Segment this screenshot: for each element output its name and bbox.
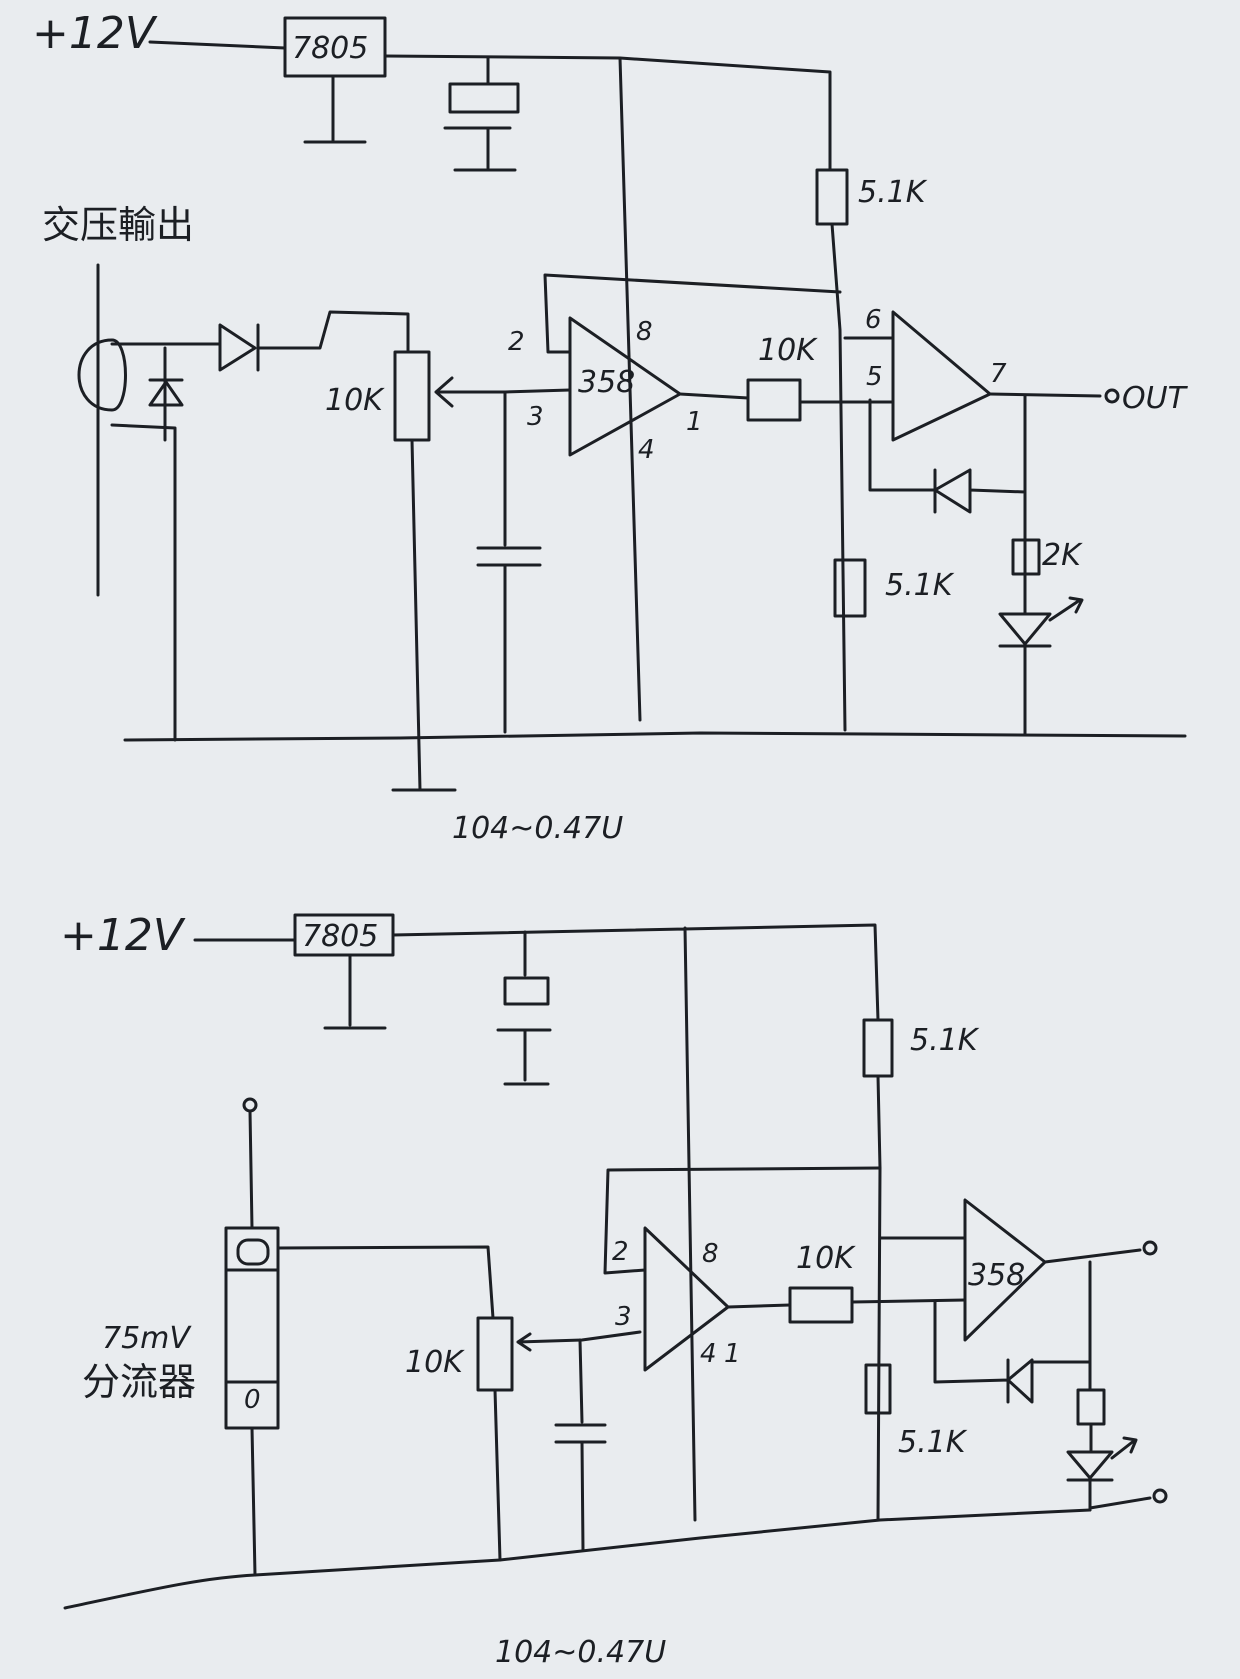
bottom-pin-1: 1 bbox=[724, 1339, 741, 1369]
top-r-input-label: 10K bbox=[758, 333, 818, 368]
bottom-led-arrow bbox=[1066, 1436, 1138, 1512]
top-pin-1: 1 bbox=[686, 407, 703, 437]
top-opamp-label: 358 bbox=[578, 365, 635, 400]
top-opamp-358 bbox=[568, 316, 682, 457]
top-output-terminal bbox=[1104, 388, 1120, 404]
bottom-pot-ground bbox=[493, 1388, 502, 1562]
top-led-arrow bbox=[998, 596, 1084, 648]
top-regulator-label: 7805 bbox=[292, 31, 368, 66]
shunt-to-pot-wire bbox=[276, 1245, 495, 1320]
top-comparator-inputs bbox=[798, 336, 895, 404]
bottom-opamp-output-wire bbox=[726, 1303, 792, 1309]
top-comparator bbox=[891, 310, 992, 442]
bottom-filter-capacitor bbox=[554, 1338, 607, 1552]
bottom-opamp-feedback bbox=[603, 1166, 882, 1275]
top-circuit bbox=[77, 16, 1187, 792]
bottom-supply-label: +12V bbox=[60, 910, 186, 961]
top-supply-capacitor bbox=[443, 56, 520, 172]
bottom-r-input-label: 10K bbox=[796, 1241, 856, 1276]
top-r-lower-label: 5.1K bbox=[885, 568, 955, 603]
bottom-r-lower-label: 5.1K bbox=[898, 1425, 968, 1460]
bottom-comparator-inputs bbox=[850, 1236, 967, 1304]
bottom-output-terminal bbox=[1142, 1240, 1158, 1256]
top-cap-value-label: 104~0.47U bbox=[452, 811, 623, 846]
shunt-screw-top bbox=[236, 1238, 270, 1266]
top-pin-4: 4 bbox=[638, 435, 655, 465]
top-output-wire bbox=[988, 392, 1102, 398]
bottom-circuit bbox=[63, 913, 1168, 1610]
bottom-r-upper-label: 5.1K bbox=[910, 1023, 980, 1058]
top-opamp-output-wire bbox=[678, 392, 750, 400]
source-wires bbox=[110, 342, 222, 742]
source-diode-vertical bbox=[148, 346, 184, 442]
bottom-ground-rail bbox=[63, 1508, 1092, 1610]
top-filter-capacitor bbox=[476, 390, 542, 734]
bottom-potentiometer bbox=[476, 1316, 514, 1392]
bottom-pin-3: 3 bbox=[615, 1302, 632, 1332]
top-resistor-2k bbox=[1011, 538, 1041, 576]
source-coil bbox=[77, 263, 127, 597]
top-pin-7: 7 bbox=[990, 359, 1007, 389]
shunt-terminal-top bbox=[242, 1097, 258, 1113]
bottom-regulator bbox=[293, 913, 395, 957]
top-pin-6: 6 bbox=[865, 305, 882, 335]
bottom-pot-label: 10K bbox=[405, 1345, 465, 1380]
bottom-pin-4: 4 bbox=[700, 1339, 717, 1369]
bottom-opamp bbox=[643, 1226, 730, 1372]
top-divider-wire bbox=[830, 222, 847, 732]
shunt-label-75mv: 75mV bbox=[102, 1321, 192, 1356]
bottom-supply-wire bbox=[193, 923, 880, 1522]
top-output-label: OUT bbox=[1122, 381, 1189, 416]
bottom-led bbox=[1066, 1450, 1114, 1480]
top-resistor-10k bbox=[746, 378, 802, 422]
top-series-diode bbox=[218, 310, 410, 372]
bottom-comparator-358 bbox=[963, 1198, 1047, 1342]
top-resistor-5k1-lower bbox=[833, 558, 867, 618]
shunt-top-lead bbox=[248, 1109, 254, 1230]
top-opamp-feedback bbox=[543, 273, 842, 354]
bottom-divider-wire bbox=[876, 1074, 882, 1522]
shunt-terminal-label: 0 bbox=[244, 1385, 261, 1415]
top-pin-8: 8 bbox=[636, 317, 653, 347]
top-resistor-5k1-upper bbox=[815, 168, 849, 226]
bottom-pin-2: 2 bbox=[612, 1237, 629, 1267]
bottom-cap-value-label: 104~0.47U bbox=[495, 1635, 666, 1670]
bottom-resistor-led bbox=[1076, 1388, 1106, 1426]
bottom-resistor-10k bbox=[788, 1286, 854, 1324]
top-pin-3: 3 bbox=[527, 402, 544, 432]
bottom-output-wire bbox=[1043, 1248, 1142, 1264]
shunt-bottom-lead bbox=[250, 1426, 257, 1577]
top-supply-wire bbox=[148, 40, 832, 722]
top-regulator bbox=[283, 16, 387, 78]
bottom-pot-wiper bbox=[516, 1330, 642, 1352]
top-ground-rail bbox=[123, 731, 1187, 742]
bottom-feedback-diode bbox=[933, 1260, 1092, 1404]
top-pot-wiper bbox=[434, 376, 572, 408]
bottom-supply-capacitor bbox=[496, 930, 552, 1086]
bottom-ground-terminal bbox=[1152, 1488, 1168, 1504]
top-r-led-label: 2K bbox=[1042, 538, 1083, 573]
shunt-dividers bbox=[224, 1268, 280, 1384]
bottom-resistor-5k1-upper bbox=[862, 1018, 894, 1078]
bottom-resistor-5k1-lower bbox=[864, 1363, 892, 1415]
top-potentiometer bbox=[393, 350, 431, 442]
top-led bbox=[998, 612, 1052, 646]
top-pot-label: 10K bbox=[325, 383, 385, 418]
top-regulator-ground bbox=[303, 74, 367, 144]
bottom-regulator-label: 7805 bbox=[302, 919, 378, 954]
shunt-label: 分流器 bbox=[82, 1360, 196, 1404]
top-r-upper-label: 5.1K bbox=[858, 175, 928, 210]
top-feedback-diode bbox=[868, 394, 1027, 737]
top-source-label: 交压輸出 bbox=[42, 203, 194, 247]
bottom-ground-output-wire bbox=[1088, 1496, 1152, 1510]
top-supply-label: +12V bbox=[32, 8, 158, 59]
top-pot-ground bbox=[391, 438, 457, 792]
top-pin-5: 5 bbox=[866, 362, 883, 392]
bottom-pin-8: 8 bbox=[702, 1239, 719, 1269]
bottom-regulator-ground bbox=[323, 953, 387, 1030]
top-pin-2: 2 bbox=[508, 327, 525, 357]
bottom-comparator-label: 358 bbox=[968, 1258, 1025, 1293]
